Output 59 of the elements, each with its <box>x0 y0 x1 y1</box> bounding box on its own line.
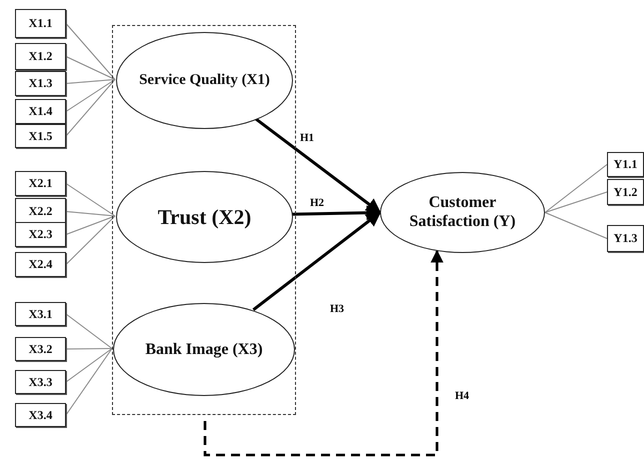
connector-line <box>66 348 112 382</box>
indicator-box <box>15 403 66 427</box>
construct-label: Trust (X2) <box>158 204 252 230</box>
indicator-label: Y1.1 <box>614 157 638 172</box>
indicator-label: X2.3 <box>28 227 52 242</box>
arrow <box>254 118 382 214</box>
indicator-box <box>15 9 66 38</box>
connector-line <box>66 23 116 80</box>
indicator-label: X1.4 <box>28 104 52 119</box>
connector-line <box>66 79 116 112</box>
edge-label: H3 <box>330 303 344 315</box>
indicator-box <box>15 302 66 326</box>
construct-label: Customer Satisfaction (Y) <box>408 194 517 231</box>
dashed-group-box <box>112 25 296 415</box>
indicator-box <box>15 124 66 148</box>
connector-line <box>66 348 112 350</box>
connector-line <box>66 79 116 136</box>
connector-line <box>66 348 112 416</box>
edge-label: H2 <box>310 197 324 209</box>
connector-line <box>66 183 116 216</box>
indicator-box <box>15 171 66 196</box>
indicator-box <box>607 152 644 177</box>
indicator-box <box>15 370 66 394</box>
indicator-label: X3.2 <box>28 342 52 356</box>
indicator-label: X2.1 <box>28 176 52 191</box>
indicator-label: X3.3 <box>28 374 52 390</box>
indicator-label: X2.2 <box>28 204 52 219</box>
indicator-box <box>15 222 66 247</box>
indicator-label: X3.1 <box>28 306 52 322</box>
construct-label: Bank Image (X3) <box>145 340 263 358</box>
indicator-label: X1.5 <box>28 128 52 144</box>
connector-line <box>544 212 608 239</box>
connector-line <box>66 314 112 349</box>
indicator-label: X1.1 <box>28 16 52 31</box>
indicator-label: X3.4 <box>28 408 52 422</box>
indicator-box <box>15 71 66 96</box>
indicator-box <box>15 252 66 277</box>
construct-label: Service Quality (X1) <box>139 72 270 89</box>
connector-line <box>66 79 116 84</box>
connector-line <box>66 216 116 265</box>
indicator-box <box>607 179 644 205</box>
indicator-box <box>15 43 66 70</box>
indicator-label: X1.3 <box>28 76 52 91</box>
dashed-arrow <box>204 250 444 456</box>
indicator-label: X2.4 <box>28 257 52 272</box>
connector-line <box>66 56 116 80</box>
edge-label: H4 <box>455 390 470 402</box>
indicator-box <box>15 99 66 124</box>
indicator-box <box>15 337 66 361</box>
arrow <box>252 211 382 311</box>
indicator-label: X1.2 <box>28 49 52 64</box>
indicator-label: Y1.2 <box>614 184 638 200</box>
connector-line <box>66 211 116 216</box>
indicator-label: Y1.3 <box>614 231 638 246</box>
connector-line <box>544 164 608 213</box>
connector-line <box>66 216 116 235</box>
connector-line <box>544 192 608 213</box>
indicator-box <box>607 225 644 252</box>
edge-label: H1 <box>300 132 314 144</box>
